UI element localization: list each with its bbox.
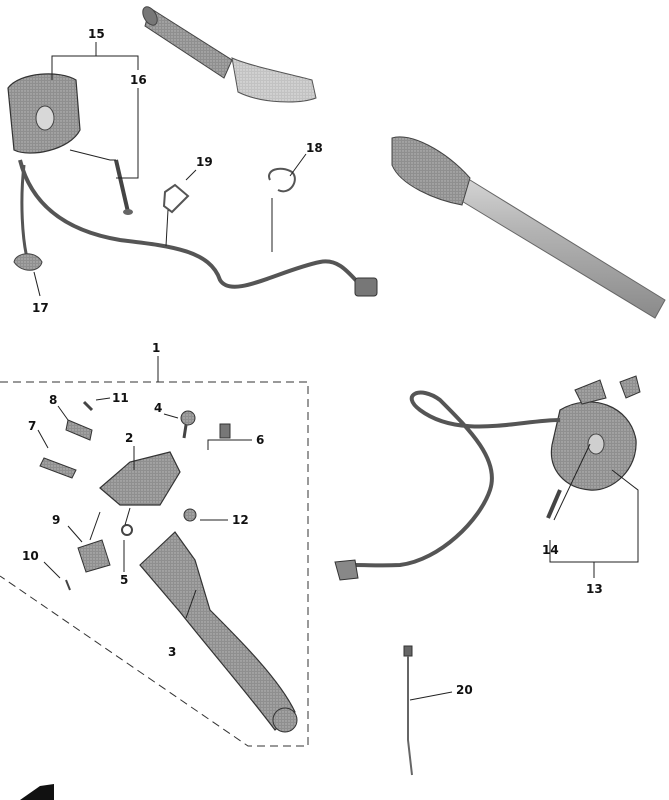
callout-9: 9 bbox=[52, 513, 60, 527]
right-switch-assembly bbox=[334, 375, 641, 581]
screw-14 bbox=[546, 489, 562, 519]
callout-18: 18 bbox=[306, 141, 323, 155]
lever-holder-2 bbox=[99, 451, 181, 506]
corner-arrow-mark bbox=[20, 784, 54, 800]
screw-16 bbox=[114, 159, 133, 215]
left-switch-assembly bbox=[7, 73, 378, 297]
cable-tie-20 bbox=[403, 645, 413, 776]
leader-lines bbox=[33, 42, 639, 701]
callout-12: 12 bbox=[232, 513, 249, 527]
callout-8: 8 bbox=[49, 393, 57, 407]
callout-4: 4 bbox=[154, 401, 162, 415]
small-parts bbox=[39, 400, 231, 591]
callout-labels: 1 2 3 4 5 6 7 8 9 10 11 12 13 14 15 16 1… bbox=[22, 27, 603, 697]
callout-14: 14 bbox=[542, 543, 559, 557]
switch-9 bbox=[77, 539, 111, 573]
callout-10: 10 bbox=[22, 549, 39, 563]
handlebar-top bbox=[142, 6, 317, 103]
callout-3: 3 bbox=[168, 645, 176, 659]
callout-7: 7 bbox=[28, 419, 36, 433]
clutch-lever-3 bbox=[139, 531, 298, 733]
callout-11: 11 bbox=[112, 391, 129, 405]
callout-17: 17 bbox=[32, 301, 49, 315]
callout-20: 20 bbox=[456, 683, 473, 697]
clamp-17 bbox=[13, 253, 43, 271]
handlebar-right-tube bbox=[391, 136, 666, 319]
clip-19 bbox=[162, 183, 190, 214]
callout-16: 16 bbox=[130, 73, 147, 87]
callout-5: 5 bbox=[120, 573, 128, 587]
callout-1: 1 bbox=[152, 341, 160, 355]
assembly-1-dashed-box bbox=[0, 381, 309, 747]
callout-19: 19 bbox=[196, 155, 213, 169]
callout-2: 2 bbox=[125, 431, 133, 445]
clip-18 bbox=[268, 167, 296, 193]
callout-15: 15 bbox=[88, 27, 105, 41]
callout-13: 13 bbox=[586, 582, 603, 596]
callout-6: 6 bbox=[256, 433, 264, 447]
